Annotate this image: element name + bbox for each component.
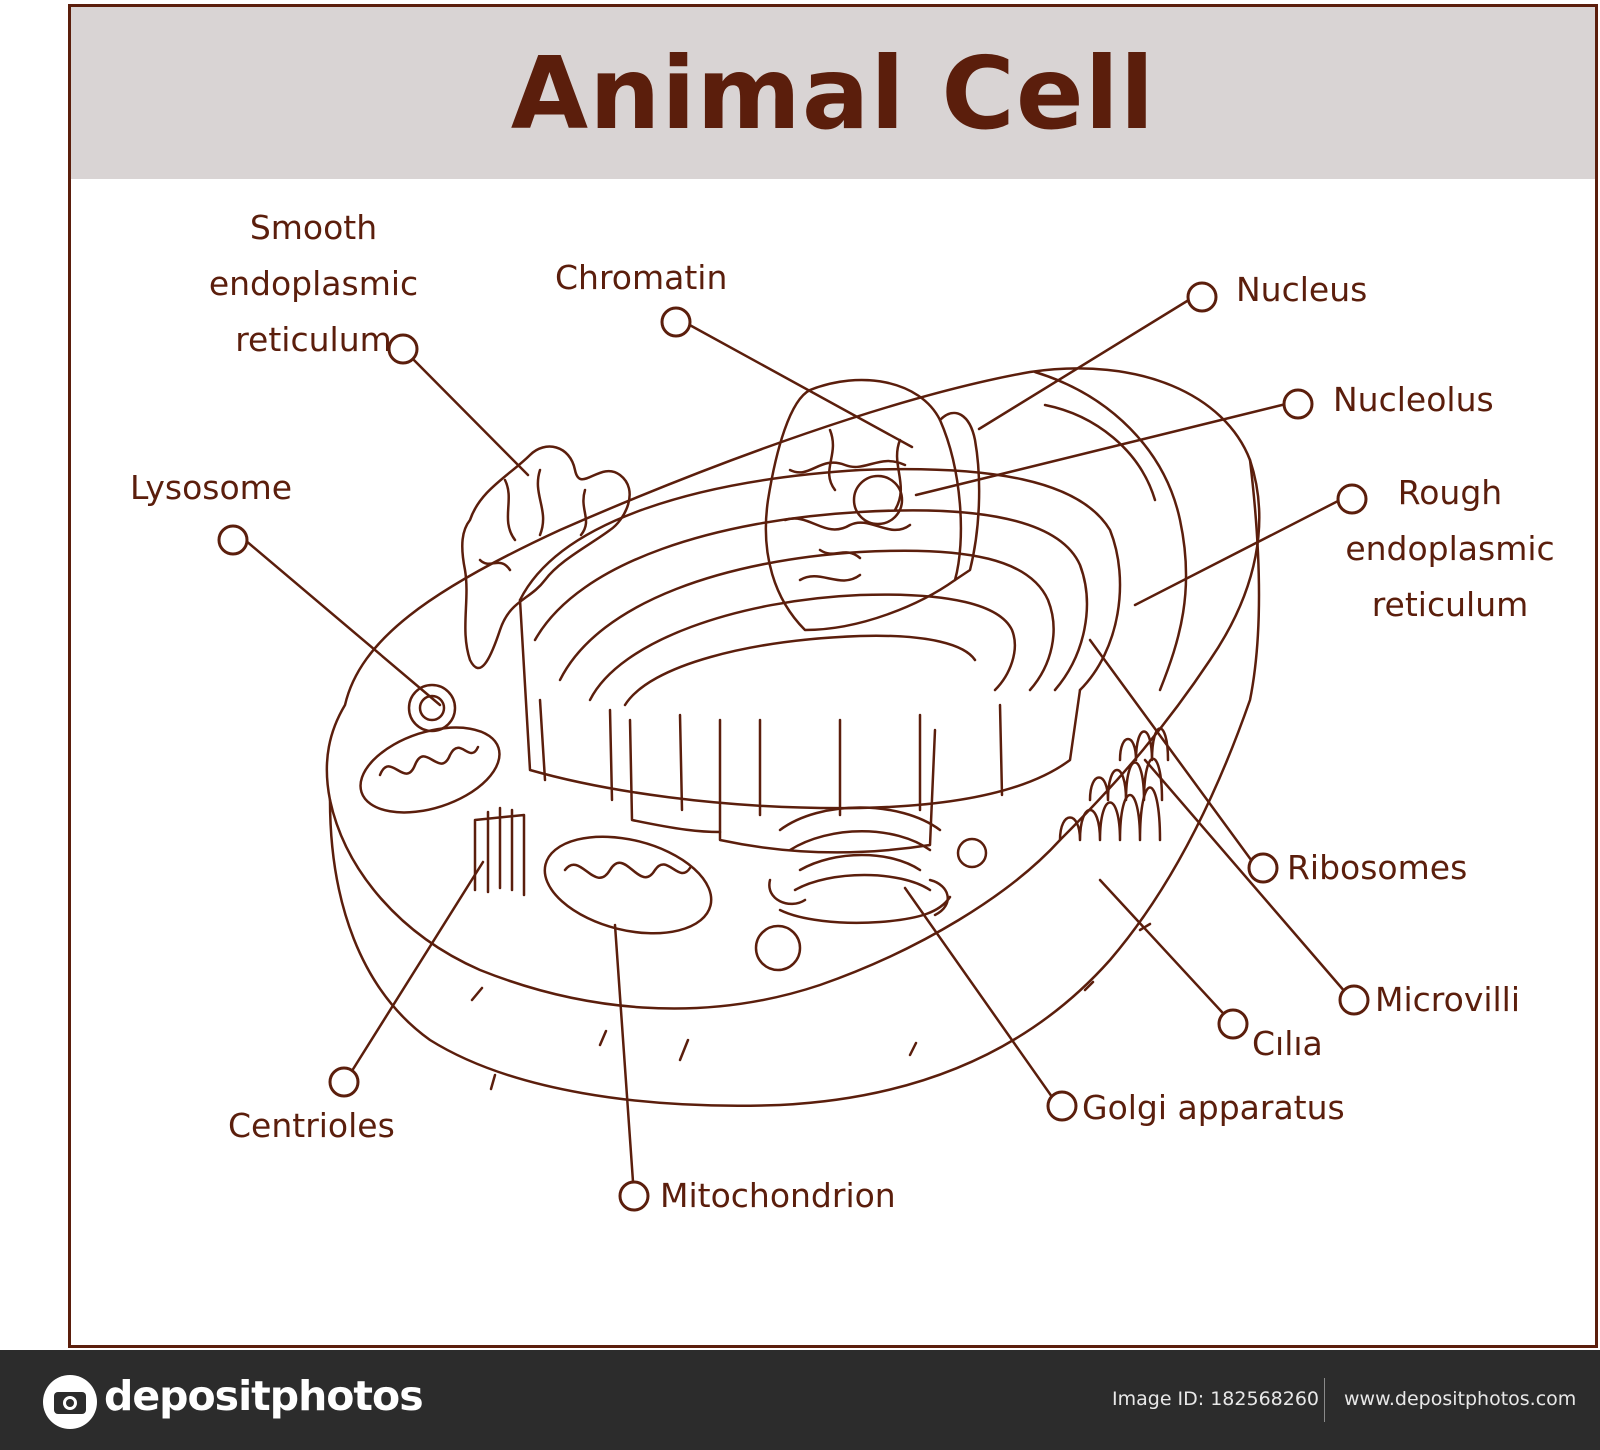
leader-mitochondrion — [613, 923, 636, 1198]
pin-cilia — [1217, 1008, 1249, 1040]
leader-ribosomes — [1088, 638, 1259, 870]
er-middle-stack — [718, 718, 937, 854]
label-microvilli: Microvilli — [1375, 980, 1521, 1019]
centrioles — [473, 806, 526, 897]
pin-nucleolus — [1282, 388, 1314, 420]
cell-wall-bottom — [328, 458, 1261, 1107]
er-front-wall — [518, 598, 1082, 810]
pin-smooth-er — [387, 333, 419, 365]
lysosome — [407, 683, 457, 733]
label-rough-er: Rough endoplasmic reticulum — [1345, 473, 1555, 625]
pin-lysosome — [217, 524, 249, 556]
pin-centrioles — [328, 1066, 360, 1098]
footer-divider — [1324, 1378, 1325, 1422]
label-mitochondrion: Mitochondrion — [660, 1176, 896, 1215]
rough-er — [518, 467, 1122, 692]
microvilli-stubs — [470, 922, 1152, 1091]
pin-chromatin — [660, 306, 692, 338]
leader-nucleus — [977, 296, 1194, 431]
chromatin-threads — [783, 428, 912, 582]
pin-ribosomes — [1247, 852, 1279, 884]
leader-golgi — [903, 886, 1059, 1106]
label-nucleus: Nucleus — [1236, 270, 1368, 309]
footer-bar: depositphotos Image ID: 182568260 www.de… — [0, 1350, 1600, 1450]
nucleus — [764, 378, 963, 632]
pin-rough-er — [1336, 483, 1368, 515]
cilia-folds — [1058, 786, 1162, 842]
label-centrioles: Centrioles — [228, 1106, 395, 1145]
label-cilia: Cılıa — [1252, 1024, 1323, 1063]
cell-membrane — [325, 367, 1261, 1010]
mitochondrion-right — [543, 835, 713, 935]
site-url: www.depositphotos.com — [1344, 1388, 1577, 1410]
leader-rough-er — [1133, 498, 1342, 607]
diagram-frame: Animal Cell — [68, 4, 1598, 1348]
leader-cilia — [1098, 878, 1235, 1026]
golgi-apparatus — [778, 806, 942, 892]
label-smooth-er: Smooth endoplasmic reticulum — [208, 208, 419, 360]
cytoplasm-curve — [1043, 403, 1157, 502]
label-chromatin: Chromatin — [555, 258, 728, 297]
image-id: Image ID: 182568260 — [1112, 1388, 1320, 1410]
leader-lysosome — [243, 538, 442, 707]
label-golgi: Golgi apparatus — [1082, 1088, 1345, 1127]
pin-mitochondrion — [618, 1180, 650, 1212]
leader-chromatin — [684, 321, 914, 449]
title-band: Animal Cell — [71, 7, 1595, 179]
mitochondrion-left — [359, 726, 501, 814]
leader-nucleolus — [914, 402, 1288, 497]
label-lysosome: Lysosome — [130, 468, 293, 507]
pin-golgi — [1046, 1090, 1078, 1122]
cell-illustration — [217, 281, 1370, 1212]
pin-nucleus — [1186, 281, 1218, 313]
leader-smooth-er — [401, 347, 530, 477]
pin-microvilli — [1338, 984, 1370, 1016]
cell-inner-fold — [1033, 370, 1188, 692]
nucleolus — [852, 474, 904, 526]
camera-logo-icon — [43, 1375, 97, 1429]
smooth-er — [461, 445, 631, 670]
leader-centrioles — [343, 860, 485, 1084]
leader-microvilli — [1143, 758, 1354, 1002]
label-nucleolus: Nucleolus — [1333, 380, 1494, 419]
brand-name: depositphotos — [104, 1372, 424, 1420]
label-ribosomes: Ribosomes — [1287, 848, 1468, 887]
diagram-title: Animal Cell — [510, 34, 1156, 152]
